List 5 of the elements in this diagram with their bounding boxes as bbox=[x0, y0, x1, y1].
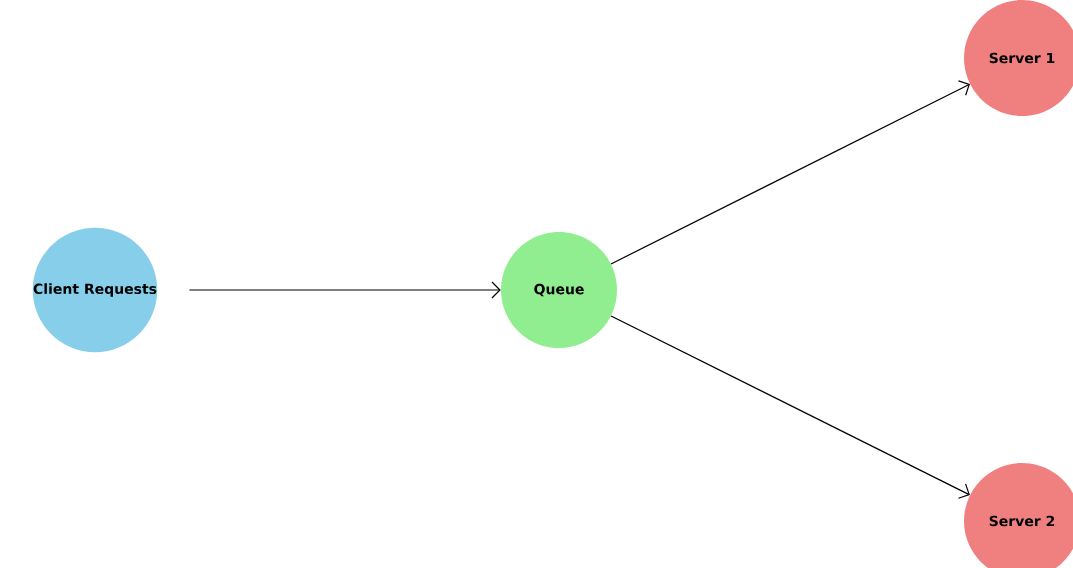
arrow bbox=[610, 80, 970, 265]
circle-node: Client Requests bbox=[32, 227, 158, 353]
arrow bbox=[610, 315, 970, 499]
arrow bbox=[188, 281, 501, 299]
circle-node: Queue bbox=[501, 232, 617, 348]
